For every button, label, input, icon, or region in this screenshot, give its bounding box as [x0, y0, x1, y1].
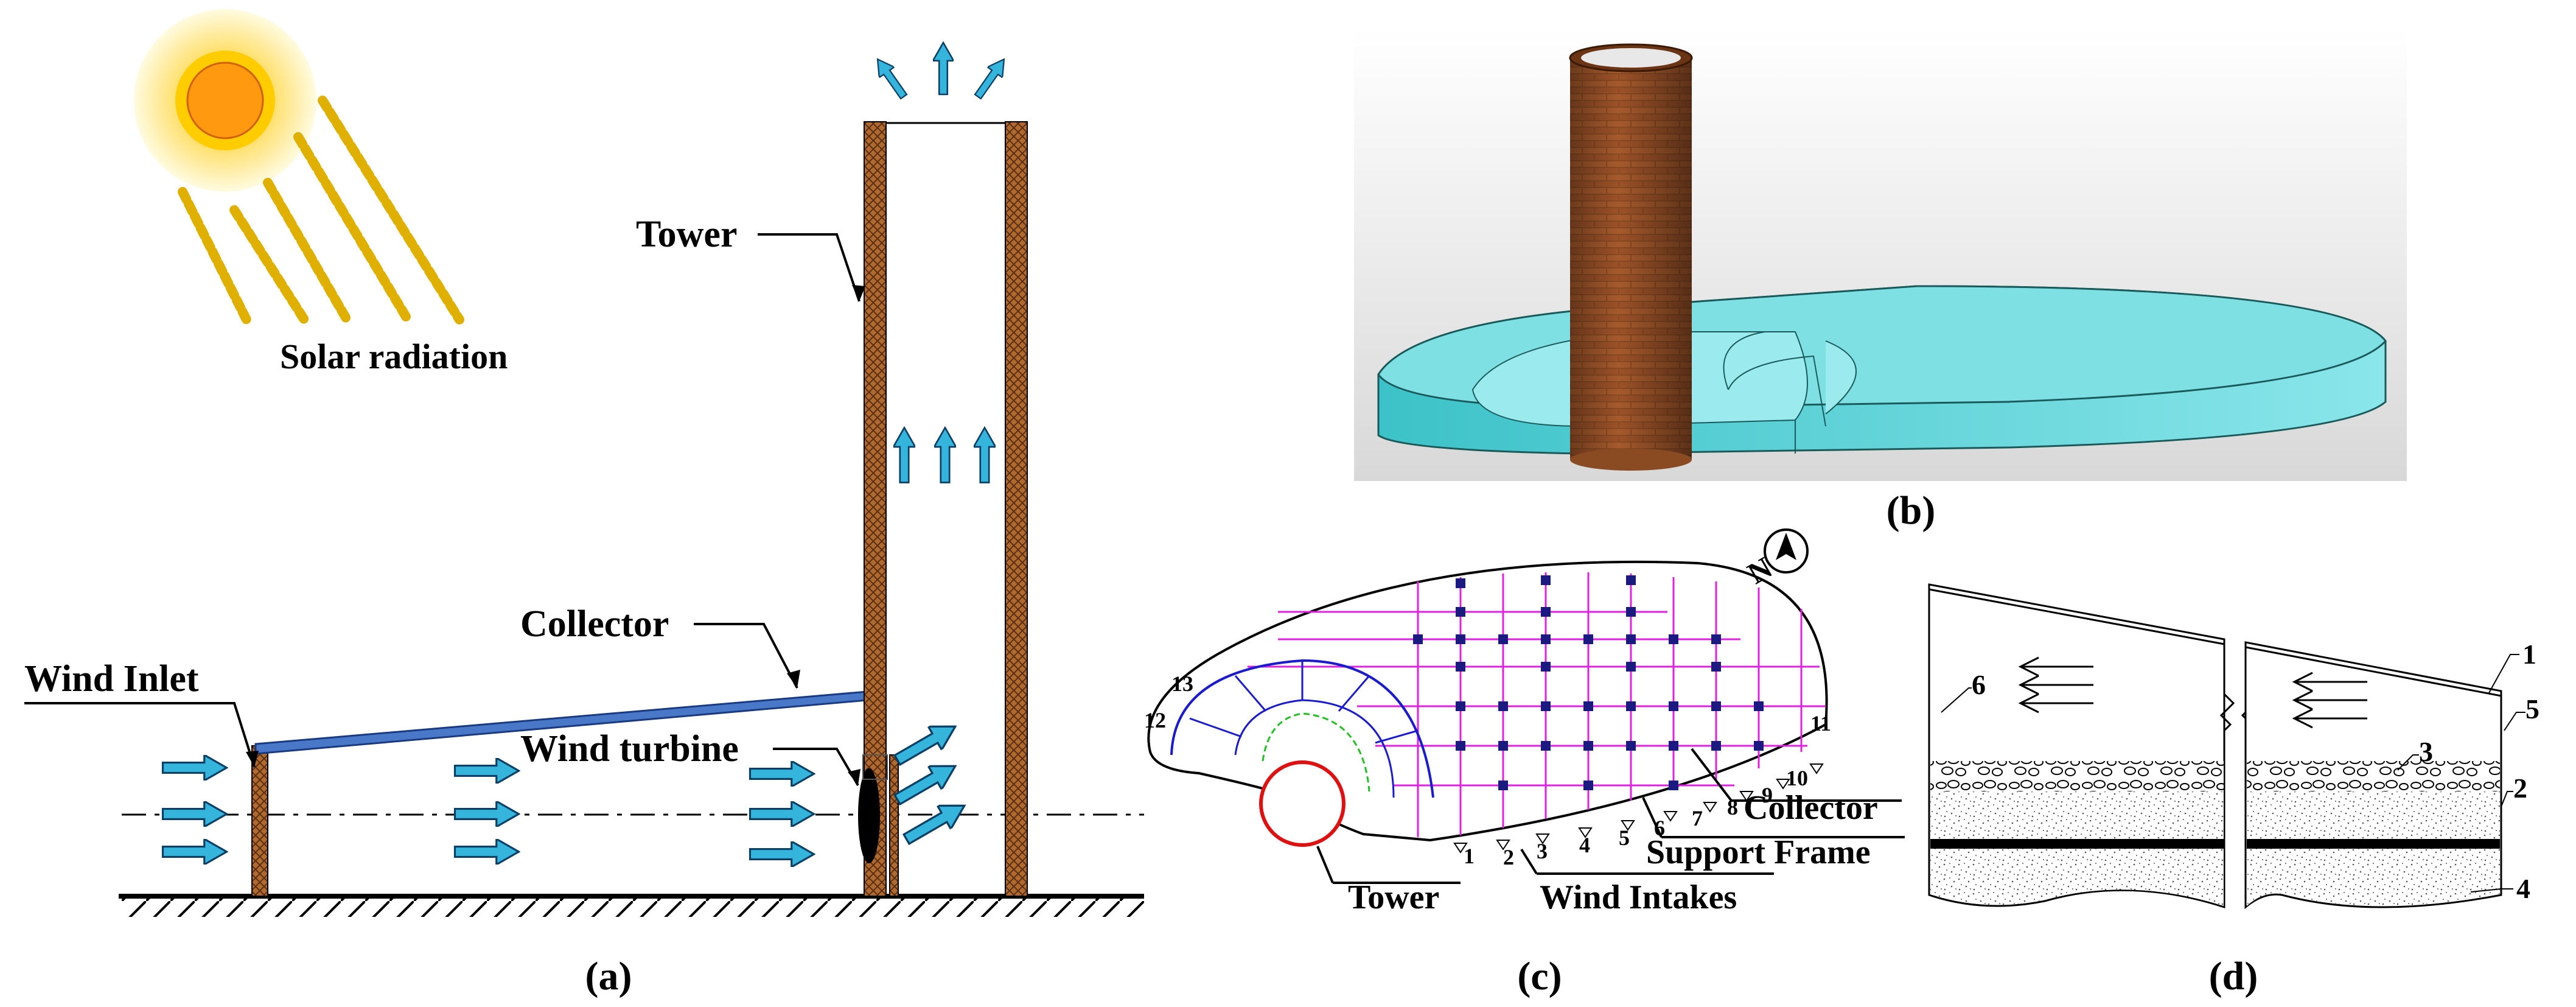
wind-turbine-label: Wind turbine: [520, 728, 739, 770]
caption-c: (c): [1517, 954, 1562, 998]
panel-c: 1 2 3 4 5 6 7 8 9 10 11 12 13 N Collecto…: [1144, 528, 1905, 998]
tower-wall-right: [1005, 121, 1028, 897]
tower-wall-left: [864, 121, 887, 897]
intake-number: 10: [1786, 766, 1808, 790]
panel-b: (b): [1354, 27, 2407, 533]
outflow-arrows: [869, 41, 1013, 103]
solar-radiation-label: Solar radiation: [280, 337, 508, 376]
intake-number: 13: [1171, 672, 1193, 696]
caption-b: (b): [1887, 488, 1936, 533]
caption-a: (a): [585, 954, 632, 998]
tower-label: Tower: [636, 214, 737, 255]
turbine-outlet-arrows: [889, 714, 972, 852]
intake-number: 2: [1503, 845, 1514, 869]
grid-nodes: [1413, 575, 1764, 790]
wind-intake-markers: [1453, 763, 1824, 854]
caption-d: (d): [2209, 954, 2258, 998]
tower-3d-model: [1569, 43, 1693, 471]
intake-number: 7: [1692, 806, 1703, 830]
intake-number: 4: [1579, 833, 1590, 857]
tower-updraft-arrows: [893, 426, 996, 484]
ground-hatch: [122, 899, 1144, 917]
wind-intakes-label: Wind Intakes: [1540, 879, 1737, 916]
callout-1: 1: [2522, 639, 2536, 670]
callout-3: 3: [2419, 736, 2433, 767]
tower-plan-circle: [1259, 760, 1346, 847]
intake-number: 6: [1654, 816, 1665, 840]
intake-number: 1: [1464, 844, 1475, 868]
callout-leaders: [1941, 654, 2525, 893]
support-frame-label: Support Frame: [1646, 833, 1871, 871]
sun-icon: [134, 9, 316, 192]
panel-d: 1 2 3 4 5 6 (d): [1928, 583, 2539, 998]
radial-frame: [1170, 659, 1434, 798]
cross-section-left: [1928, 583, 2225, 909]
wind-turbine-icon: [858, 754, 899, 897]
collector-label: Collector: [520, 603, 669, 645]
intake-number: 12: [1144, 708, 1166, 732]
airflow-arrows: [2018, 656, 2367, 729]
tower-label-c: Tower: [1348, 879, 1439, 916]
callout-4: 4: [2516, 873, 2530, 904]
cross-section-right: [2244, 641, 2502, 910]
callout-6: 6: [1972, 669, 1986, 700]
collector-label-c: Collector: [1744, 789, 1878, 827]
wind-inlet-label: Wind Inlet: [24, 658, 199, 700]
intake-number: 5: [1619, 826, 1630, 850]
callout-5: 5: [2525, 693, 2539, 725]
callout-2: 2: [2513, 773, 2527, 804]
solar-radiation-rays: [178, 96, 464, 325]
collector-support-post: [251, 745, 268, 897]
collector-outline: [1147, 560, 1828, 842]
intake-number: 11: [1810, 711, 1831, 735]
intake-number: 3: [1537, 839, 1548, 863]
panel-a: Solar radiation: [24, 9, 1144, 998]
